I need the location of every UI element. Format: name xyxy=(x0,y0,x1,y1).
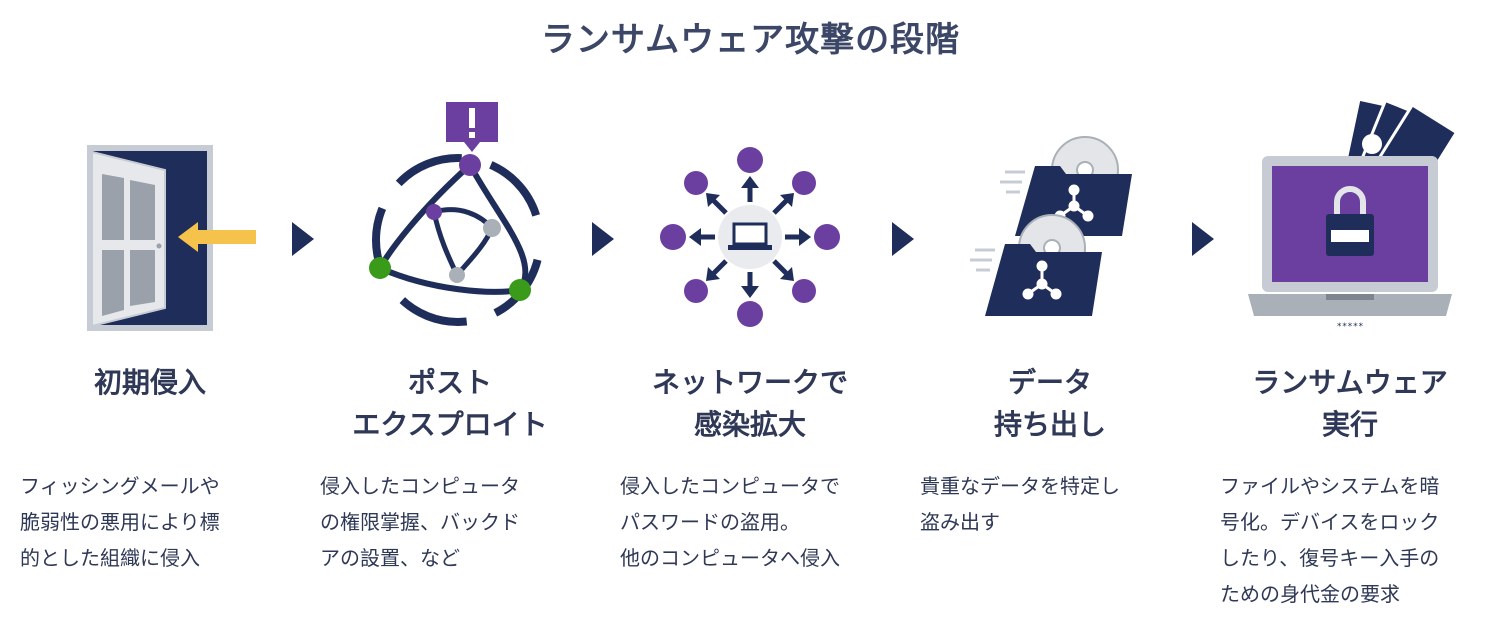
stage-label: ランサムウェア 実行 xyxy=(1252,366,1448,441)
page-title: ランサムウェア攻撃の段階 xyxy=(540,20,961,60)
stage-description: 貴重なデータを特定し 盗み出す xyxy=(920,474,1120,534)
stage-description: 侵入したコンピュータ の権限掌握、バックド アの設置、など xyxy=(320,474,520,570)
arrow-right-icon xyxy=(1192,222,1214,256)
password-field: ***** xyxy=(1336,322,1364,332)
arrow-right-icon xyxy=(892,222,914,256)
network-exploit-icon xyxy=(369,102,546,328)
arrow-right-icon xyxy=(292,222,314,256)
stage-label: 初期侵入 xyxy=(93,366,206,399)
stage-description: 侵入したコンピュータで パスワードの盗用。 他のコンピュータへ侵入 xyxy=(620,474,840,570)
stage-label: データ 持ち出し xyxy=(993,366,1106,441)
folder-exfiltration-icon xyxy=(970,136,1132,316)
locked-laptop-icon xyxy=(1248,97,1459,316)
door-icon xyxy=(87,145,256,331)
stage-description: フィッシングメールや 脆弱性の悪用により標 的とした組織に侵入 xyxy=(20,474,220,570)
stage-description: ファイルやシステムを暗 号化。デバイスをロック したり、復号キー入手の ための身… xyxy=(1220,474,1440,606)
stage-label: ネットワークで 感染拡大 xyxy=(651,366,848,441)
arrow-right-icon xyxy=(592,222,614,256)
stage-label: ポスト エクスプロイト xyxy=(352,366,548,441)
spread-icon xyxy=(660,147,840,327)
